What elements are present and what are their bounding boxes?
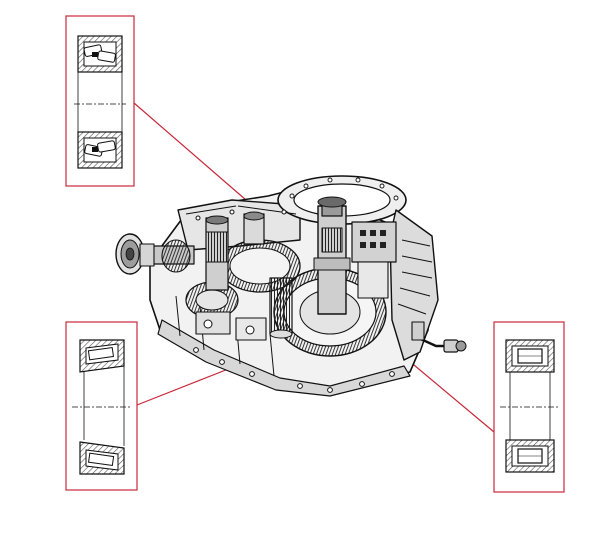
cylindrical-bearing-bottom-section — [505, 439, 555, 473]
callout-tapered-bearing — [65, 321, 138, 491]
spherical-bearing-bottom-section — [77, 131, 123, 169]
leader-right — [407, 359, 495, 433]
drain-valve — [411, 321, 467, 353]
spherical-bearing-top-section — [77, 35, 123, 73]
tapered-bearing-bottom-section — [79, 441, 125, 475]
tapered-bearing-top-section — [79, 339, 125, 373]
housing-right-fins — [397, 239, 433, 315]
output-bearing-block — [351, 221, 397, 299]
output-shaft — [313, 196, 351, 315]
lower-left-section — [195, 311, 267, 341]
intermediate-pinion — [269, 277, 293, 339]
leader-top — [133, 102, 247, 201]
flange-bolt-holes — [193, 347, 395, 393]
cylindrical-bearing-top-section — [505, 339, 555, 373]
intermediate-shaft — [205, 211, 265, 291]
callout-spherical-bearing — [65, 15, 135, 187]
callout-cylindrical-bearing — [493, 321, 565, 493]
upper-cover-details — [185, 205, 297, 221]
input-coupling — [115, 233, 195, 275]
housing-lower-flange — [157, 319, 411, 397]
output-housing-bolts — [289, 177, 399, 201]
gearbox-cutaway — [115, 175, 467, 397]
